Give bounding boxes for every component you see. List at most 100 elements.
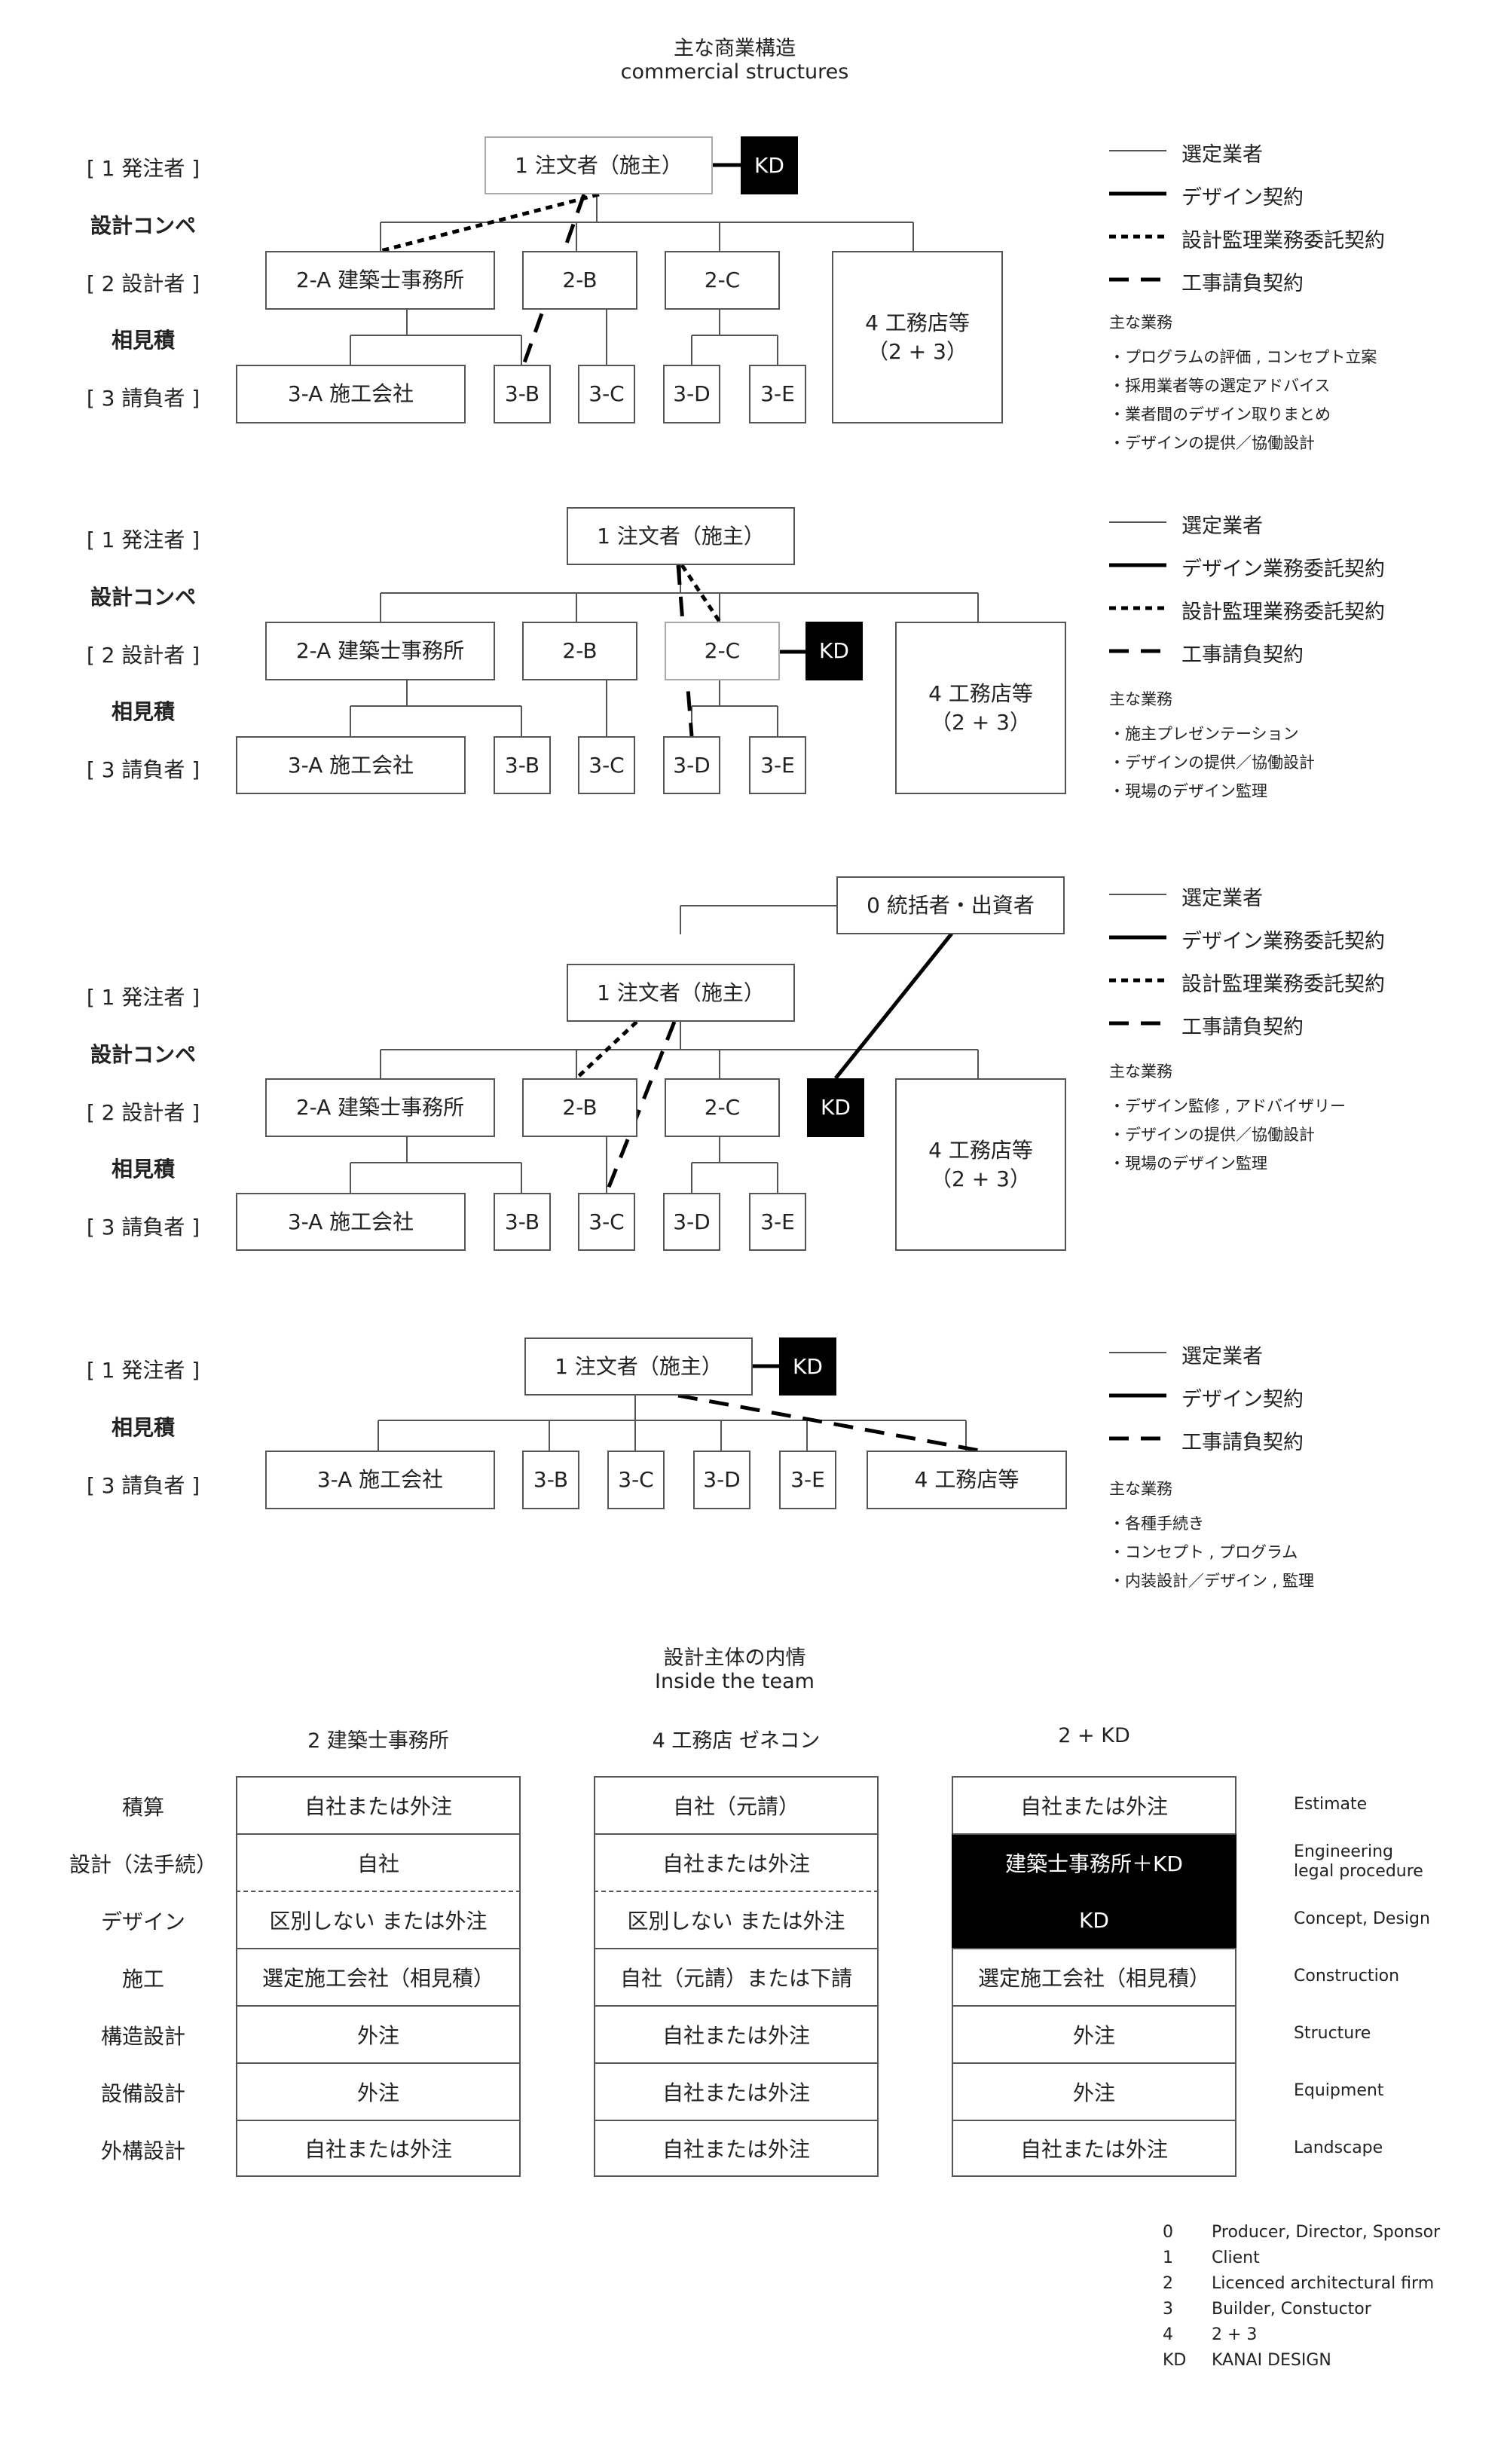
key-code: 0 bbox=[1163, 2223, 1173, 2242]
label-contractor: [ 3 請負者 ] bbox=[86, 1473, 200, 1498]
team-row-label: デザイン bbox=[100, 1909, 186, 1934]
duty-item: ・デザインの提供／協働設計 bbox=[1109, 1126, 1315, 1144]
label-orderer: [ 1 発注者 ] bbox=[86, 1358, 200, 1383]
duty-item: ・業者間のデザイン取りまとめ bbox=[1109, 405, 1331, 423]
contractor-3c-box: 3-C bbox=[607, 1451, 665, 1509]
team-cell: 自社または外注 bbox=[594, 2120, 879, 2177]
contractor-3d-box: 3-D bbox=[663, 365, 720, 423]
team-title-jp: 設計主体の内情 bbox=[663, 1646, 806, 1670]
legend-construction-contract: 工事請負契約 bbox=[1181, 1016, 1304, 1039]
team-cell: 選定施工会社（相見積） bbox=[952, 1948, 1236, 2005]
contractor-3a-box: 3-A 施工会社 bbox=[236, 736, 466, 794]
label-designer: [ 2 設計者 ] bbox=[86, 271, 200, 296]
team-row-label-en: Construction bbox=[1294, 1967, 1400, 1986]
contractor-3d-box: 3-D bbox=[693, 1451, 750, 1509]
label-estimate: 相見積 bbox=[111, 1415, 176, 1440]
legend-construction-contract: 工事請負契約 bbox=[1181, 1431, 1304, 1454]
team-row-label-en: Engineering legal procedure bbox=[1294, 1842, 1423, 1882]
team-cell: 自社または外注 bbox=[952, 1776, 1236, 1833]
contractor-3e-box: 3-E bbox=[749, 1193, 806, 1251]
kd-box: KD bbox=[807, 1078, 864, 1137]
designer-2a-box: 2-A 建築士事務所 bbox=[265, 251, 495, 310]
legend-selected: 選定業者 bbox=[1181, 143, 1263, 167]
contractor-3b-box: 3-B bbox=[522, 1451, 579, 1509]
team-row-label: 積算 bbox=[121, 1795, 165, 1820]
team-cell: 自社 bbox=[236, 1833, 521, 1891]
contractor-3b-box: 3-B bbox=[494, 736, 551, 794]
contractor-3e-box: 3-E bbox=[779, 1451, 836, 1509]
team-cell: 自社または外注 bbox=[594, 2062, 879, 2120]
team-row-label-en: Concept, Design bbox=[1294, 1909, 1430, 1928]
team-cell: 区別しない または外注 bbox=[236, 1891, 521, 1948]
client-box: 1 注文者（施主） bbox=[485, 136, 713, 194]
duty-item: ・各種手続き bbox=[1109, 1515, 1204, 1533]
team-row-label: 設備設計 bbox=[100, 2081, 186, 2106]
label-orderer: [ 1 発注者 ] bbox=[86, 527, 200, 552]
client-box: 1 注文者（施主） bbox=[567, 507, 795, 565]
contractor-3c-box: 3-C bbox=[578, 1193, 635, 1251]
contractor-3c-box: 3-C bbox=[578, 365, 635, 423]
designer-2c-box: 2-C bbox=[665, 622, 780, 680]
koumuten-box: 4 工務店等 （2 + 3） bbox=[895, 622, 1066, 794]
producer-box: 0 統括者・出資者 bbox=[836, 876, 1065, 934]
team-column-header: 4 工務店 ゼネコン bbox=[652, 1729, 821, 1753]
label-orderer: [ 1 発注者 ] bbox=[86, 985, 200, 1010]
designer-2b-box: 2-B bbox=[522, 251, 637, 310]
team-row-label-en: Equipment bbox=[1294, 2081, 1384, 2100]
label-contractor: [ 3 請負者 ] bbox=[86, 1215, 200, 1240]
legend-design-contract: デザイン契約 bbox=[1181, 186, 1304, 209]
duties-title: 主な業務 bbox=[1109, 1062, 1172, 1081]
contractor-3b-box: 3-B bbox=[494, 365, 551, 423]
legend-selected: 選定業者 bbox=[1181, 1345, 1263, 1368]
key-code: 2 bbox=[1163, 2274, 1173, 2293]
label-designer: [ 2 設計者 ] bbox=[86, 1100, 200, 1125]
legend-supervision-contract: 設計監理業務委託契約 bbox=[1181, 229, 1385, 252]
team-cell: KD bbox=[952, 1891, 1236, 1948]
key-description: 2 + 3 bbox=[1212, 2325, 1258, 2344]
contractor-3e-box: 3-E bbox=[749, 736, 806, 794]
duty-item: ・施主プレゼンテーション bbox=[1109, 725, 1299, 743]
team-cell: 区別しない または外注 bbox=[594, 1891, 879, 1948]
label-orderer: [ 1 発注者 ] bbox=[86, 156, 200, 181]
kd-box: KD bbox=[805, 622, 863, 680]
legend-design-service-contract: デザイン業務委託契約 bbox=[1181, 558, 1385, 581]
team-cell: 選定施工会社（相見積） bbox=[236, 1948, 521, 2005]
label-estimate: 相見積 bbox=[111, 1157, 176, 1182]
contractor-3b-box: 3-B bbox=[494, 1193, 551, 1251]
designer-2c-box: 2-C bbox=[665, 251, 780, 310]
team-cell: 自社（元請） bbox=[594, 1776, 879, 1833]
duties-title: 主な業務 bbox=[1109, 313, 1172, 332]
label-competition: 設計コンペ bbox=[90, 585, 197, 610]
duty-item: ・内装設計／デザイン , 監理 bbox=[1109, 1572, 1315, 1590]
key-code: 4 bbox=[1163, 2325, 1173, 2344]
designer-2b-box: 2-B bbox=[522, 1078, 637, 1137]
designer-2a-box: 2-A 建築士事務所 bbox=[265, 622, 495, 680]
koumuten-label: 4 工務店等 bbox=[928, 680, 1033, 706]
duties-title: 主な業務 bbox=[1109, 1480, 1172, 1498]
designer-2c-box: 2-C bbox=[665, 1078, 780, 1137]
koumuten-box: 4 工務店等 （2 + 3） bbox=[895, 1078, 1066, 1251]
label-estimate: 相見積 bbox=[111, 328, 176, 353]
team-cell: 自社または外注 bbox=[236, 2120, 521, 2177]
label-contractor: [ 3 請負者 ] bbox=[86, 386, 200, 411]
contractor-3a-box: 3-A 施工会社 bbox=[236, 1193, 466, 1251]
client-box: 1 注文者（施主） bbox=[567, 964, 795, 1022]
key-code: 3 bbox=[1163, 2300, 1173, 2319]
designer-2a-box: 2-A 建築士事務所 bbox=[265, 1078, 495, 1137]
team-cell: 自社または外注 bbox=[594, 2005, 879, 2062]
legend-supervision-contract: 設計監理業務委託契約 bbox=[1181, 601, 1385, 624]
key-code: KD bbox=[1163, 2351, 1187, 2370]
team-cell: 建築士事務所＋KD bbox=[952, 1833, 1236, 1891]
team-row-label: 構造設計 bbox=[100, 2024, 186, 2049]
label-competition: 設計コンペ bbox=[90, 1042, 197, 1067]
key-description: Licenced architectural firm bbox=[1212, 2274, 1435, 2293]
legend-construction-contract: 工事請負契約 bbox=[1181, 272, 1304, 295]
main-title-jp: 主な商業構造 bbox=[674, 37, 796, 60]
team-row-label-en: Landscape bbox=[1294, 2138, 1383, 2157]
contractor-3c-box: 3-C bbox=[578, 736, 635, 794]
designer-2b-box: 2-B bbox=[522, 622, 637, 680]
key-description: Client bbox=[1212, 2248, 1260, 2267]
duty-item: ・デザインの提供／協働設計 bbox=[1109, 434, 1315, 452]
kd-box: KD bbox=[779, 1337, 836, 1396]
team-cell: 外注 bbox=[952, 2005, 1236, 2062]
